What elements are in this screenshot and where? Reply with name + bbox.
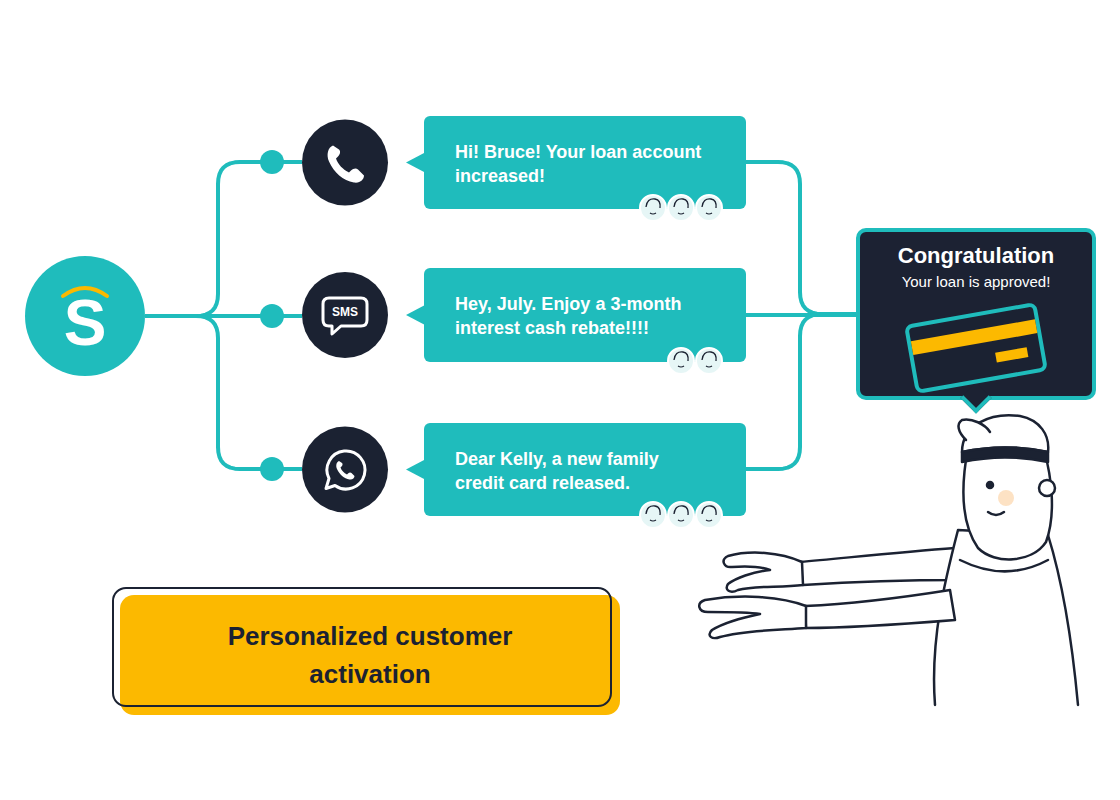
junction-dot bbox=[260, 304, 284, 328]
avatar-mouth bbox=[650, 213, 656, 214]
avatar-group bbox=[640, 195, 722, 221]
notification-box: CongratulationYour loan is approved! bbox=[856, 228, 1096, 400]
back-arm bbox=[800, 548, 958, 585]
avatar-hair bbox=[674, 505, 688, 514]
avatar-mouth bbox=[706, 366, 712, 367]
avatar bbox=[696, 348, 722, 374]
junction-dot bbox=[260, 150, 284, 174]
whatsapp-glyph bbox=[326, 451, 365, 489]
avatar bbox=[696, 195, 722, 221]
collar bbox=[960, 560, 1048, 571]
bubble-tail bbox=[406, 152, 425, 172]
bubble-shape bbox=[424, 423, 746, 516]
avatar-circle bbox=[696, 348, 722, 374]
avatar-group bbox=[668, 348, 722, 374]
title-banner: Personalized customer activation bbox=[120, 595, 620, 715]
avatar-group bbox=[640, 502, 722, 528]
message-graphic bbox=[302, 423, 746, 516]
avatar-hair bbox=[702, 352, 716, 361]
avatar-mouth bbox=[706, 213, 712, 214]
back-hand bbox=[724, 553, 803, 592]
avatar-circle bbox=[696, 502, 722, 528]
avatar-mouth bbox=[706, 520, 712, 521]
avatar-mouth bbox=[678, 213, 684, 214]
notice-title: Congratulation bbox=[860, 232, 1092, 270]
logo-letter: S bbox=[64, 291, 107, 355]
avatar-hair bbox=[674, 198, 688, 207]
avatar-hair bbox=[646, 505, 660, 514]
avatar-hair bbox=[646, 198, 660, 207]
channel-icon-circle bbox=[302, 119, 388, 205]
channel-icon-circle bbox=[302, 426, 388, 512]
avatar-circle bbox=[668, 502, 694, 528]
avatar bbox=[668, 195, 694, 221]
avatar-hair bbox=[702, 505, 716, 514]
avatar bbox=[668, 348, 694, 374]
label-holder: SMS bbox=[332, 305, 358, 319]
connector-line bbox=[145, 316, 302, 469]
logo-circle: S bbox=[25, 256, 145, 376]
card-chip bbox=[995, 347, 1028, 362]
head bbox=[963, 448, 1052, 559]
message-bubble: Hi! Bruce! Your loan account increased! bbox=[302, 116, 746, 209]
notice-tail bbox=[960, 382, 991, 413]
channel-icon bbox=[323, 298, 367, 334]
eye bbox=[987, 482, 993, 488]
message-graphic bbox=[302, 268, 746, 362]
junction-dot bbox=[260, 457, 284, 481]
cap-band bbox=[962, 448, 1048, 463]
avatar-circle bbox=[668, 348, 694, 374]
avatar bbox=[696, 502, 722, 528]
bubble-tail bbox=[406, 305, 425, 325]
channel-icon-circle bbox=[302, 272, 388, 358]
avatar-circle bbox=[640, 195, 666, 221]
channel-icon bbox=[326, 451, 365, 489]
banner-text: Personalized customer activation bbox=[180, 617, 560, 693]
front-hand bbox=[699, 597, 806, 638]
bubble-tail bbox=[406, 459, 425, 479]
message-graphic bbox=[302, 116, 746, 209]
bubble-shape bbox=[424, 268, 746, 362]
sms-glyph bbox=[323, 298, 367, 334]
person-illustration bbox=[699, 415, 1078, 705]
avatar-mouth bbox=[650, 520, 656, 521]
avatar-circle bbox=[668, 195, 694, 221]
message-bubble: Hey, July. Enjoy a 3-month interest cash… bbox=[302, 268, 746, 362]
bubble-shape bbox=[424, 116, 746, 209]
connector-line bbox=[746, 162, 856, 314]
connector-line bbox=[746, 314, 856, 469]
icon-label: SMS bbox=[332, 305, 358, 319]
cap-visor bbox=[959, 420, 990, 440]
avatar bbox=[668, 502, 694, 528]
connector-line bbox=[145, 162, 302, 316]
message-bubble: Dear Kelly, a new family credit card rel… bbox=[302, 423, 746, 516]
blush bbox=[998, 490, 1014, 506]
avatar-hair bbox=[702, 198, 716, 207]
card-body bbox=[906, 304, 1045, 392]
message-text: Hey, July. Enjoy a 3-month interest cash… bbox=[455, 268, 709, 340]
channel-icon bbox=[328, 145, 364, 182]
avatar bbox=[640, 502, 666, 528]
mouth bbox=[988, 512, 1004, 515]
front-arm bbox=[805, 590, 955, 628]
whatsapp-phone bbox=[336, 461, 354, 480]
avatar-hair bbox=[674, 352, 688, 361]
avatar-mouth bbox=[678, 520, 684, 521]
avatar bbox=[640, 195, 666, 221]
avatar-circle bbox=[696, 195, 722, 221]
phone-glyph bbox=[328, 145, 364, 182]
avatar-mouth bbox=[678, 366, 684, 367]
message-text: Hi! Bruce! Your loan account increased! bbox=[455, 116, 709, 188]
ear bbox=[1039, 480, 1055, 496]
message-text: Dear Kelly, a new family credit card rel… bbox=[455, 423, 709, 495]
avatar-circle bbox=[640, 502, 666, 528]
notice-body: Your loan is approved! bbox=[860, 270, 1092, 292]
